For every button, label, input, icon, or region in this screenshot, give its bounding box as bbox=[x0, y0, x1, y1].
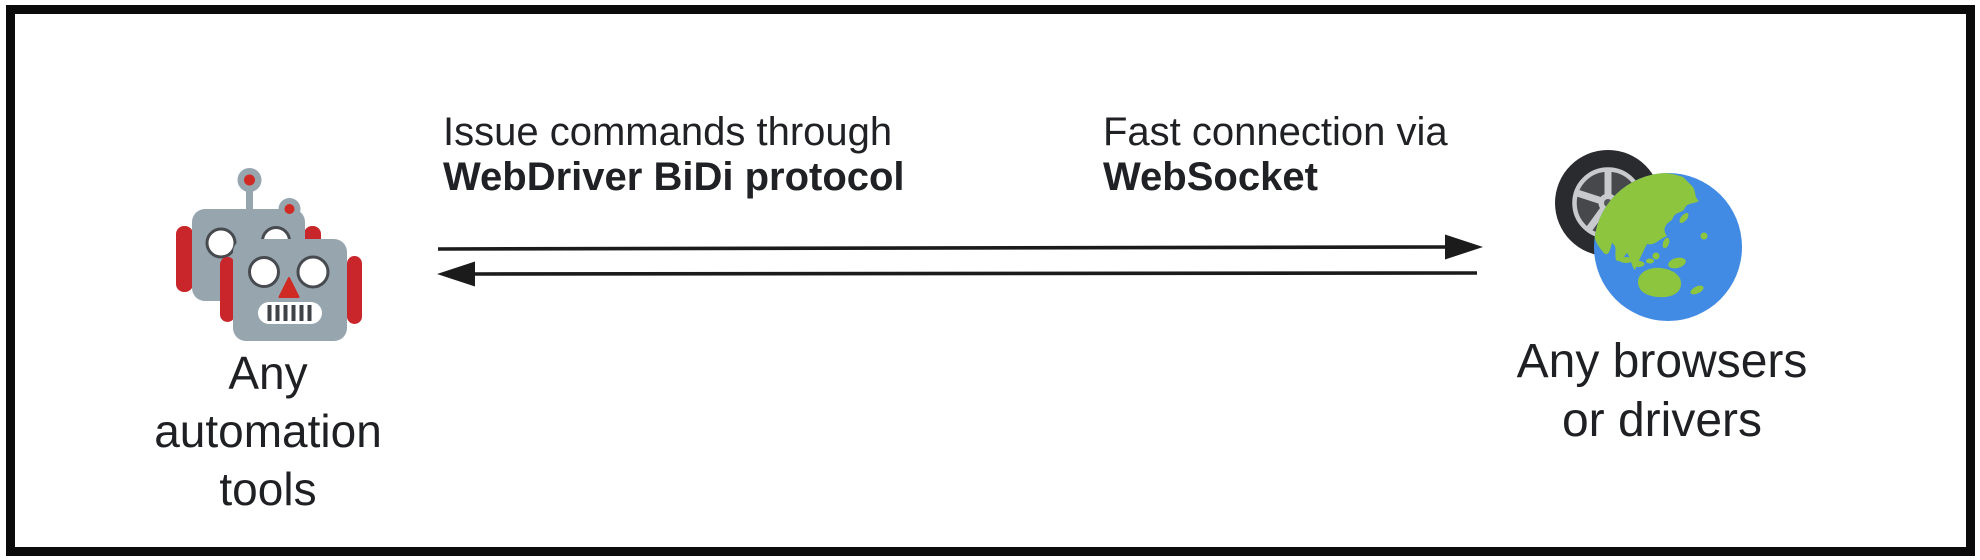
right-node-label-line2: or drivers bbox=[1561, 394, 1763, 447]
request-caption-line2: WebDriver BiDi protocol bbox=[443, 155, 905, 199]
left-node-label: Any automation tools bbox=[118, 344, 418, 518]
arrow-left bbox=[437, 261, 1478, 287]
front-robot-mouth-grille bbox=[267, 305, 312, 321]
left-node-label-line1: Any bbox=[228, 347, 308, 399]
right-node-label-line1: Any browsers bbox=[1516, 335, 1808, 388]
back-robot-left-ear bbox=[176, 226, 193, 292]
request-caption-line1: Issue commands through bbox=[443, 110, 893, 154]
transport-caption-line1: Fast connection via bbox=[1103, 110, 1448, 154]
left-node-label-line3: tools bbox=[219, 463, 317, 515]
arrow-right bbox=[437, 234, 1483, 260]
left-node-label-line2: automation bbox=[154, 405, 382, 457]
transport-caption: Fast connection via WebSocket bbox=[1103, 110, 1448, 200]
diagram-border-frame: Issue commands through WebDriver BiDi pr… bbox=[6, 5, 1975, 556]
back-robot-eye bbox=[205, 227, 237, 259]
globe-icon bbox=[1594, 173, 1742, 321]
front-robot-right-ear bbox=[347, 256, 362, 324]
front-robot-nose bbox=[278, 277, 300, 298]
request-caption: Issue commands through WebDriver BiDi pr… bbox=[443, 110, 905, 200]
tire-globe-icon bbox=[1555, 150, 1742, 321]
back-robot-antenna-stem bbox=[246, 182, 253, 212]
front-robot-right-eye bbox=[296, 255, 330, 289]
front-robot-left-ear bbox=[220, 257, 235, 322]
right-node-label: Any browsers or drivers bbox=[1472, 332, 1852, 450]
front-robot-left-eye bbox=[248, 256, 280, 288]
transport-caption-line2: WebSocket bbox=[1103, 155, 1318, 199]
front-robot-mouth bbox=[258, 302, 322, 324]
robot-pair-icon bbox=[176, 168, 362, 341]
arrow-right-head bbox=[1445, 234, 1483, 260]
arrow-left-head bbox=[437, 261, 475, 287]
bidi-arrows bbox=[437, 234, 1483, 287]
